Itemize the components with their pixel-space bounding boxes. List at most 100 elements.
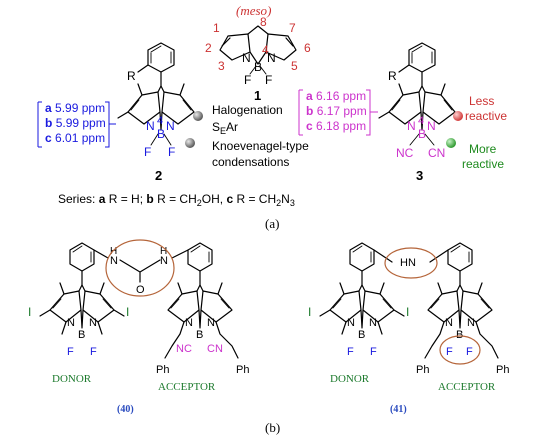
panel-a: (meso) 1 2 3 4 5 6 7 8 N N B F [37,3,507,231]
compound2-knoevenagel-site-marker [185,138,195,148]
dyad40-donor-boron: B [78,329,85,341]
dyad40-linker-highlight-circle [105,239,175,297]
compound2-phenyl [147,42,175,73]
core1-boron: B [254,60,262,74]
core1-fluorine-right: F [265,73,272,87]
dyad41-donor-f-right: F [370,346,377,358]
caption-b: (b) [265,420,280,435]
dyad40-cn-label: CN [207,343,223,355]
ring-number-6: 6 [304,41,311,55]
compound3-more-reactive-marker [446,138,456,148]
dyad-41-structure: I I N N B F F HN N N B F F [308,242,509,415]
dyad41-acceptor-f-left: F [446,346,453,358]
dyad41-donor-n-right: N [369,317,377,329]
dyad41-acceptor-phenyl [447,242,473,272]
dyad41-acceptor-right-pyrrole [460,290,493,323]
more-reactive-line1: More [469,142,497,156]
compound2-fluorine-left: F [144,145,151,159]
dyad41-acceptor-label: ACCEPTOR [438,381,496,393]
compound3-shift-b: b 6.17 ppm [306,104,367,118]
dyad41-ph-left: Ph [416,364,429,376]
knoevenagel-label-line1: Knoevenagel-type [212,139,309,153]
compound2-shift-a: a 5.99 ppm [45,101,105,115]
dyad40-donor-label: DONOR [52,373,92,385]
dyad40-acceptor-label: ACCEPTOR [158,381,216,393]
dyad41-acceptor-f-right: F [466,346,473,358]
compound3-shift-c: c 6.18 ppm [306,119,366,133]
compound-3-label: 3 [416,168,423,183]
compound3-r-label: R [388,69,397,83]
ring-number-8: 8 [260,15,267,29]
dyad40-donor-right-pyrrole [82,290,115,323]
halogenation-label: Halogenation [212,103,283,117]
dyad40-number: (40) [117,404,134,415]
meso-label: (meso) [236,3,271,18]
core1-meso-bridge [247,25,269,35]
compound2-shift-c: c 6.01 ppm [45,131,105,145]
dyad41-acceptor-boron: B [456,329,463,341]
compound2-shift-b: b 5.99 ppm [45,116,106,130]
dyad41-amine-label: HN [400,257,416,269]
ring-number-3: 3 [218,59,225,73]
dyad41-number: (41) [390,404,407,415]
dyad40-donor-phenyl [69,242,95,272]
dyad40-donor-left-pyrrole [49,290,82,323]
dyad40-acceptor-n-right: N [207,317,215,329]
ring-number-2: 2 [205,41,212,55]
compound3-nitrogen-right: N [427,119,436,133]
dyad40-iodine-left: I [28,305,31,319]
compound3-shift-a: a 6.16 ppm [306,89,366,103]
dyad40-iodine-right: I [126,305,129,319]
less-reactive-line1: Less [469,94,494,108]
core1-fluorine-left: F [244,73,251,87]
compound2-nitrogen-right: N [166,119,175,133]
compound3-nc-label: NC [396,146,414,160]
compound-3-structure: R N N B 4 NC CN 3 [378,42,463,183]
panel-b: I I N N B F F N H N H O [28,239,509,435]
dyad40-donor-n-right: N [89,317,97,329]
sear-label: SEAr [212,120,238,136]
compound3-cn-label: CN [428,146,445,160]
dyad40-urea-n-right: N [160,255,168,267]
dyad40-urea-h-left: H [110,246,117,257]
dyad40-ph-right: Ph [236,364,249,376]
compound3-nitrogen-left: N [407,119,416,133]
dyad41-acceptor-n-right: N [467,317,475,329]
dyad41-ph-right: Ph [496,364,509,376]
core1-right-pyrrole [265,33,297,61]
dyad40-urea-h-right: H [160,246,167,257]
compound2-annotations: Halogenation SEAr Knoevenagel-type conde… [212,103,309,169]
compound2-nitrogen-left: N [146,119,155,133]
dyad40-acceptor-phenyl [187,242,213,272]
core1-left-pyrrole [219,33,251,61]
dyad40-acceptor-right-pyrrole [200,290,233,323]
dyad40-donor-f-left: F [67,346,74,358]
dyad41-donor-phenyl [349,242,375,272]
dyad41-linker-highlight-circle [384,247,438,279]
compound3-boron: B [418,127,426,141]
dyad40-nc-label: NC [176,343,192,355]
compound2-shifts: a 5.99 ppm b 5.99 ppm c 6.01 ppm [37,101,116,148]
caption-a: (a) [265,216,279,231]
core1-nitrogen-left: N [242,51,251,65]
dyad40-donor-f-right: F [90,346,97,358]
dyad41-donor-label: DONOR [330,373,370,385]
compound2-halogenation-site-marker [193,111,203,121]
dyad41-acceptor-left-pyrrole [427,290,460,323]
compound2-boron: B [157,127,165,141]
compound3-reactivity-labels: Less reactive More reactive [462,94,507,171]
ring-number-1: 1 [213,21,220,35]
compound-2-label: 2 [155,168,162,183]
dyad40-acceptor-boron: B [196,329,203,341]
ring-number-4: 4 [262,43,269,57]
dyad41-donor-right-pyrrole [362,290,395,323]
compound-1-structure: (meso) 1 2 3 4 5 6 7 8 N N B F [205,3,311,103]
dyad41-donor-boron: B [358,329,365,341]
dyad41-donor-f-left: F [347,346,354,358]
dyad-40-structure: I I N N B F F N H N H O [28,239,249,415]
series-definition: Series: a R = H; b R = CH2OH, c R = CH2N… [58,192,295,208]
compound3-phenyl [408,42,436,73]
compound-2-structure: R N N B 4 F F 2 [117,42,203,183]
compound2-right-pyrrole [161,91,195,125]
